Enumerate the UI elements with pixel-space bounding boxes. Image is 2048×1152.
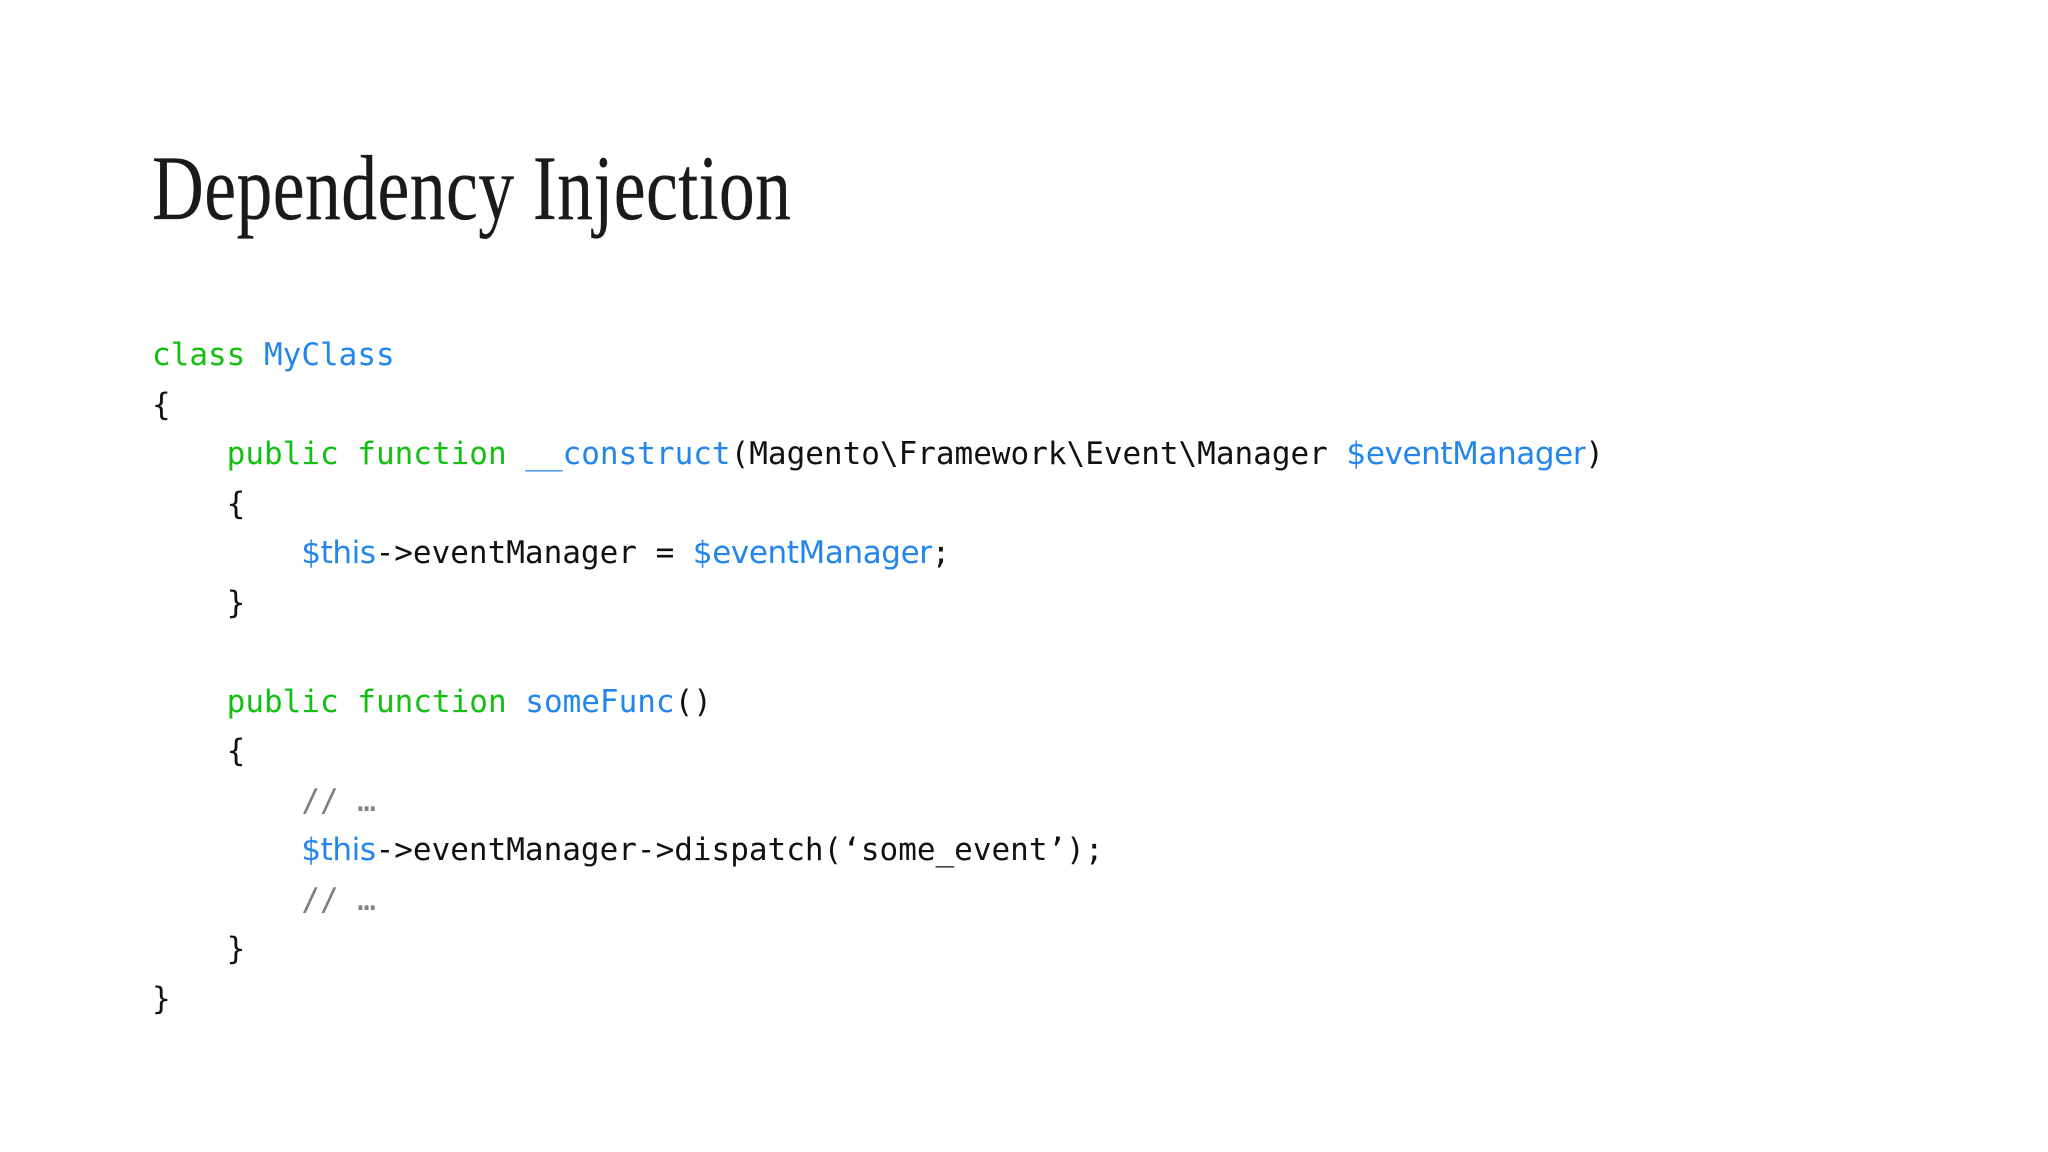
code-token-comment: // … [301,782,376,819]
code-token-keyword: public function [226,683,526,720]
code-token-identifier: __construct [525,436,731,472]
code-token-plain: ; [931,535,951,571]
code-line [152,628,1604,678]
code-token-identifier: someFunc [525,683,675,720]
code-line: $this->eventManager = $eventManager; [152,529,1604,579]
code-token-plain: } [152,980,171,1017]
code-token-plain: (Magento\Framework\Event\Manager [730,436,1347,472]
code-token-variable: $this [301,832,376,868]
code-line: // … [152,777,1604,827]
code-block: class MyClass { public function __constru… [152,331,1604,1024]
code-token-plain: { [226,733,246,769]
code-token-plain: ) [1585,436,1604,472]
code-line: } [152,925,1604,975]
code-token-plain: ->eventManager = [375,535,693,571]
code-line: { [152,381,1604,431]
code-token-plain: } [226,584,246,621]
code-line: { [152,727,1604,777]
code-line: { [152,480,1604,530]
code-token-plain: { [226,485,246,522]
code-line: class MyClass [152,331,1604,381]
code-line: $this->eventManager->dispatch(‘some_even… [152,826,1604,876]
code-line: } [152,975,1604,1025]
code-line: public function __construct(Magento\Fram… [152,430,1604,480]
code-token-variable: $eventManager [692,535,932,571]
code-token-plain: { [152,386,171,423]
code-token-plain: } [226,931,246,967]
code-token-keyword: public function [226,436,526,472]
code-line: } [152,579,1604,629]
code-line: // … [152,876,1604,926]
code-token-plain [245,337,264,373]
code-token-comment: // … [301,881,376,918]
code-token-variable: $this [301,535,376,571]
page-title: Dependency Injection [152,136,792,239]
code-token-keyword: class [152,337,246,373]
code-token-variable: $eventManager [1346,436,1586,472]
code-line: public function someFunc() [152,678,1604,728]
code-token-plain: ->eventManager->dispatch(‘some_event’); [375,832,1104,868]
code-token-plain: () [674,683,712,720]
code-token-identifier: MyClass [264,337,395,373]
